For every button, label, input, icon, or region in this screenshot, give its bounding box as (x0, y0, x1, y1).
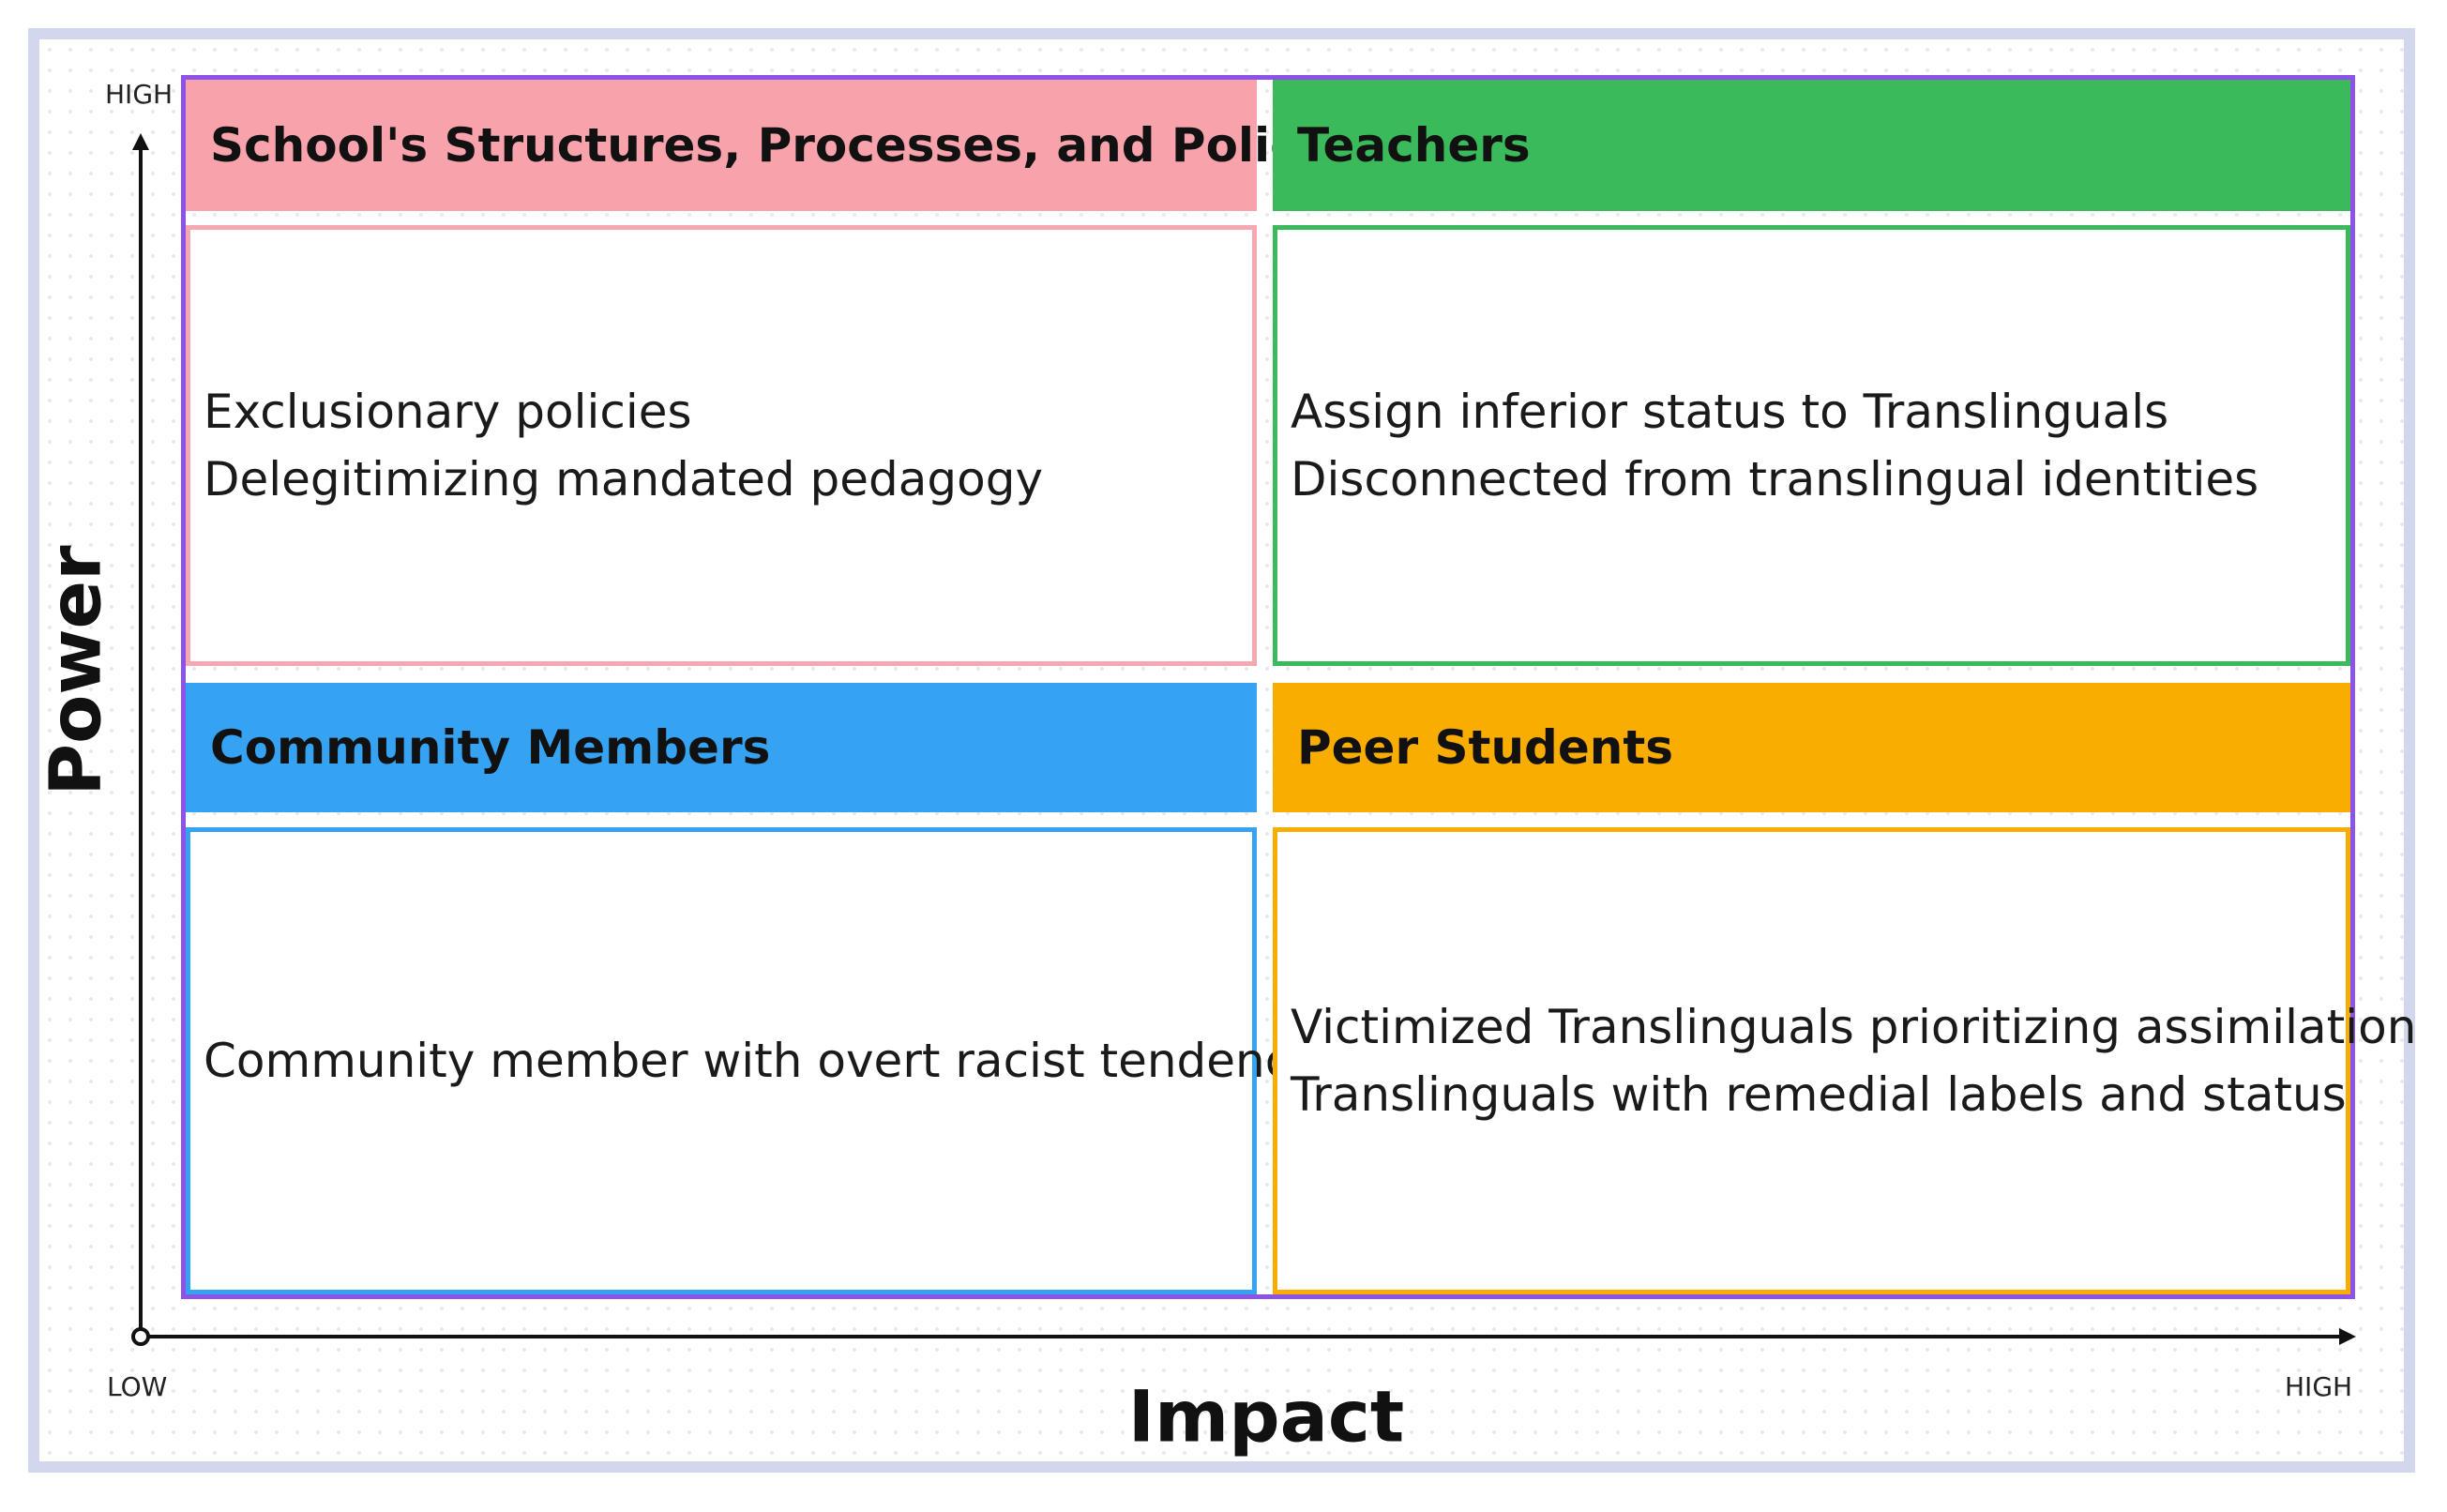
x-axis-high-label: HIGH (2285, 1371, 2353, 1402)
quadrant-item: Victimized Translinguals prioritizing as… (1291, 1000, 2417, 1054)
x-axis-title: Impact (1127, 1374, 1405, 1459)
quadrant-body-bottom-right: Victimized Translinguals prioritizing as… (1273, 827, 2417, 1294)
matrix-border (181, 75, 2355, 1299)
quadrant-title: Peer Students (1297, 720, 1674, 775)
quadrant-title: Teachers (1297, 118, 1531, 173)
y-axis-high-label: HIGH (105, 79, 174, 110)
quadrant-item: Delegitimizing mandated pedagogy (204, 452, 1044, 507)
quadrant-item: Assign inferior status to Translinguals (1291, 385, 2169, 439)
quadrant-header-bottom-right: Peer Students (1273, 683, 2350, 812)
quadrant-item: Community member with overt racist tende… (204, 1034, 1357, 1088)
quadrant-header-top-left: School's Structures, Processes, and Poli… (186, 80, 1374, 211)
quadrant-item: Translinguals with remedial labels and s… (1291, 1067, 2347, 1122)
quadrant-body-top-right: Assign inferior status to Translinguals … (1273, 225, 2350, 666)
quadrant-header-bottom-left: Community Members (186, 683, 1257, 812)
y-axis-title: Power (33, 545, 117, 796)
x-axis-low-label: LOW (107, 1371, 168, 1402)
quadrant-body-top-left: Exclusionary policies Delegitimizing man… (186, 225, 1257, 666)
quadrant-title: Community Members (210, 720, 771, 775)
quadrant-title: School's Structures, Processes, and Poli… (210, 118, 1374, 173)
quadrant-body-bottom-left: Community member with overt racist tende… (186, 827, 1357, 1294)
quadrant-header-top-right: Teachers (1273, 80, 2350, 211)
quadrant-item: Exclusionary policies (204, 385, 692, 439)
quadrant-item: Disconnected from translingual identitie… (1291, 452, 2259, 507)
